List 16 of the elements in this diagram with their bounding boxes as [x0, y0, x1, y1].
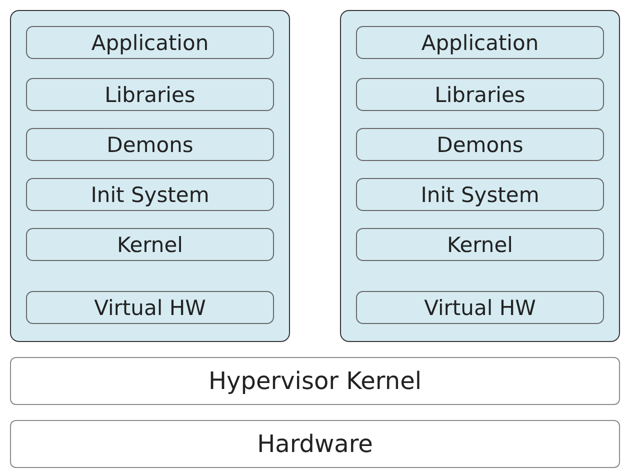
layer-box: Init System — [356, 178, 604, 211]
layer-box: Kernel — [26, 228, 274, 261]
layer-box: Demons — [356, 128, 604, 161]
layer-box: Init System — [26, 178, 274, 211]
layer-box: Libraries — [26, 78, 274, 111]
layer-box: Virtual HW — [26, 291, 274, 324]
layer-box: Application — [356, 26, 604, 59]
layer-box: Kernel — [356, 228, 604, 261]
layer-box: Libraries — [356, 78, 604, 111]
layer-box: Application — [26, 26, 274, 59]
layer-box: Demons — [26, 128, 274, 161]
layer-box: Hypervisor Kernel — [10, 357, 620, 405]
layer-box: Virtual HW — [356, 291, 604, 324]
virtual-machine-panel — [340, 10, 620, 342]
layer-box: Hardware — [10, 420, 620, 468]
virtual-machine-panel — [10, 10, 290, 342]
